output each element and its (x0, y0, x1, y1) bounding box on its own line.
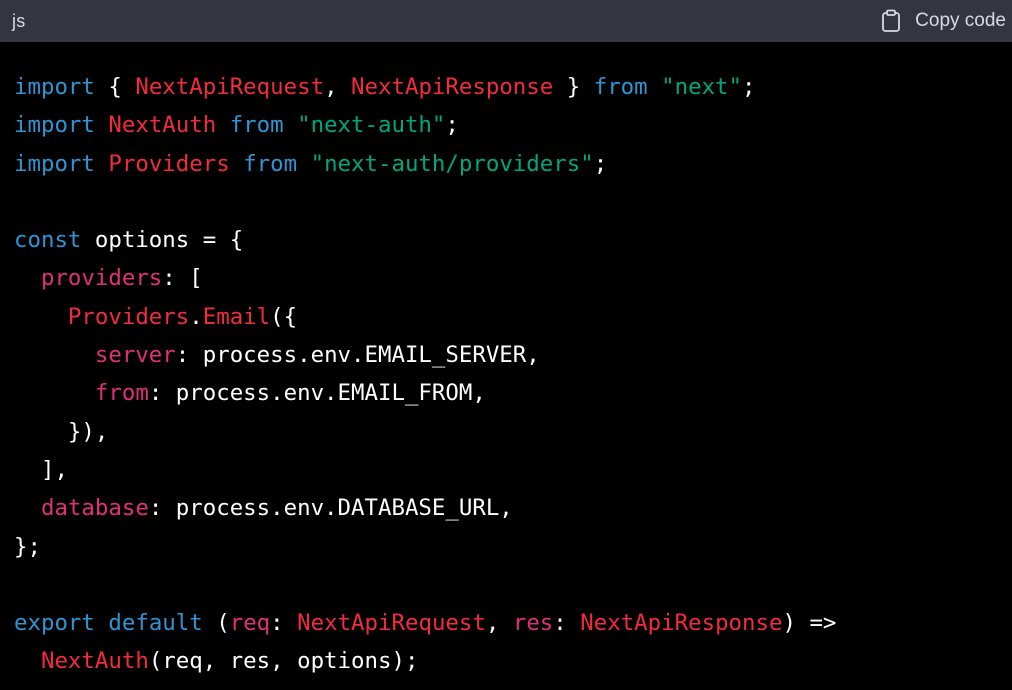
code-token: ], (14, 456, 68, 483)
copy-code-button[interactable]: Copy code (881, 9, 1006, 33)
code-line: Providers.Email({ (14, 298, 836, 336)
code-block-header: js Copy code (0, 0, 1012, 42)
code-line: export default (req: NextApiRequest, res… (14, 604, 836, 642)
code-token (648, 74, 661, 100)
code-token (14, 342, 95, 368)
code-token: ) => (782, 610, 837, 637)
code-line: server: process.env.EMAIL_SERVER, (14, 336, 836, 374)
code-token (14, 648, 41, 674)
code-token: : process.env.EMAIL_SERVER, (175, 342, 540, 369)
code-token: server (94, 342, 176, 369)
code-token: default (108, 610, 203, 637)
code-token: : [ (162, 265, 203, 292)
code-token: NextAuth (108, 112, 217, 139)
code-token (284, 112, 297, 138)
code-token (14, 495, 41, 521)
code-token: database (40, 495, 149, 522)
code-token: "next-auth/providers" (310, 150, 594, 177)
code-line: providers: [ (14, 259, 836, 297)
code-line: NextAuth(req, res, options); (14, 642, 836, 680)
code-token: { (94, 74, 136, 100)
clipboard-icon (881, 9, 901, 33)
code-token: providers (40, 265, 163, 292)
code-token: from (243, 150, 298, 177)
code-token (14, 304, 68, 330)
code-token: }), (14, 418, 109, 445)
code-token: : (270, 610, 298, 637)
code-line (14, 566, 836, 604)
code-token: , (485, 610, 513, 637)
code-token: options = { (81, 227, 244, 254)
code-token: NextAuth (40, 648, 149, 675)
code-token: "next" (661, 74, 743, 100)
code-content[interactable]: import { NextApiRequest, NextApiResponse… (14, 68, 836, 681)
code-token: Email (202, 303, 271, 330)
code-token: res (512, 610, 554, 637)
code-token: Providers (108, 150, 230, 177)
code-token: : process.env.DATABASE_URL, (148, 495, 513, 522)
code-token: from (229, 112, 284, 139)
code-token: from (593, 74, 648, 100)
copy-code-label: Copy code (915, 10, 1006, 31)
code-line: }), (14, 413, 836, 451)
code-token (95, 112, 108, 138)
code-token: : (553, 610, 581, 637)
code-token: import (14, 150, 95, 177)
code-token: ({ (270, 303, 298, 330)
code-line: import Providers from "next-auth/provide… (14, 145, 836, 183)
code-token: Providers (67, 303, 190, 330)
code-token: NextApiResponse (580, 610, 783, 637)
code-token: const (14, 227, 82, 254)
code-token: import (14, 74, 95, 100)
code-token (216, 112, 229, 138)
code-token (297, 151, 310, 177)
code-token: , (324, 74, 352, 100)
code-token: NextApiRequest (135, 74, 325, 100)
code-token (14, 380, 95, 406)
code-token: ; (593, 150, 608, 177)
code-token: ; (445, 112, 459, 139)
code-token: from (94, 380, 149, 407)
language-label: js (12, 10, 26, 31)
code-token: "next-auth" (297, 112, 446, 139)
code-token (14, 265, 41, 291)
code-token: ( (202, 610, 230, 637)
code-token: NextApiRequest (297, 610, 486, 637)
code-token: ; (742, 74, 756, 100)
code-line (14, 183, 836, 221)
code-line: ], (14, 451, 836, 489)
code-line: from: process.env.EMAIL_FROM, (14, 374, 836, 412)
code-token (95, 151, 108, 177)
code-token (230, 151, 243, 177)
code-line: const options = { (14, 221, 836, 259)
code-token: }; (14, 533, 41, 560)
code-line: import NextAuth from "next-auth"; (14, 106, 836, 144)
code-token: NextApiResponse (351, 74, 554, 100)
code-token (95, 610, 108, 636)
code-token: : process.env.EMAIL_FROM, (148, 380, 486, 407)
code-line: }; (14, 528, 836, 566)
code-line: database: process.env.DATABASE_URL, (14, 489, 836, 527)
code-token: req (229, 610, 271, 637)
code-token: } (553, 74, 594, 100)
code-line: import { NextApiRequest, NextApiResponse… (14, 68, 836, 106)
code-token: export (14, 610, 95, 637)
code-token: . (189, 303, 203, 330)
code-token: import (14, 112, 95, 139)
code-token: (req, res, options); (148, 648, 419, 675)
